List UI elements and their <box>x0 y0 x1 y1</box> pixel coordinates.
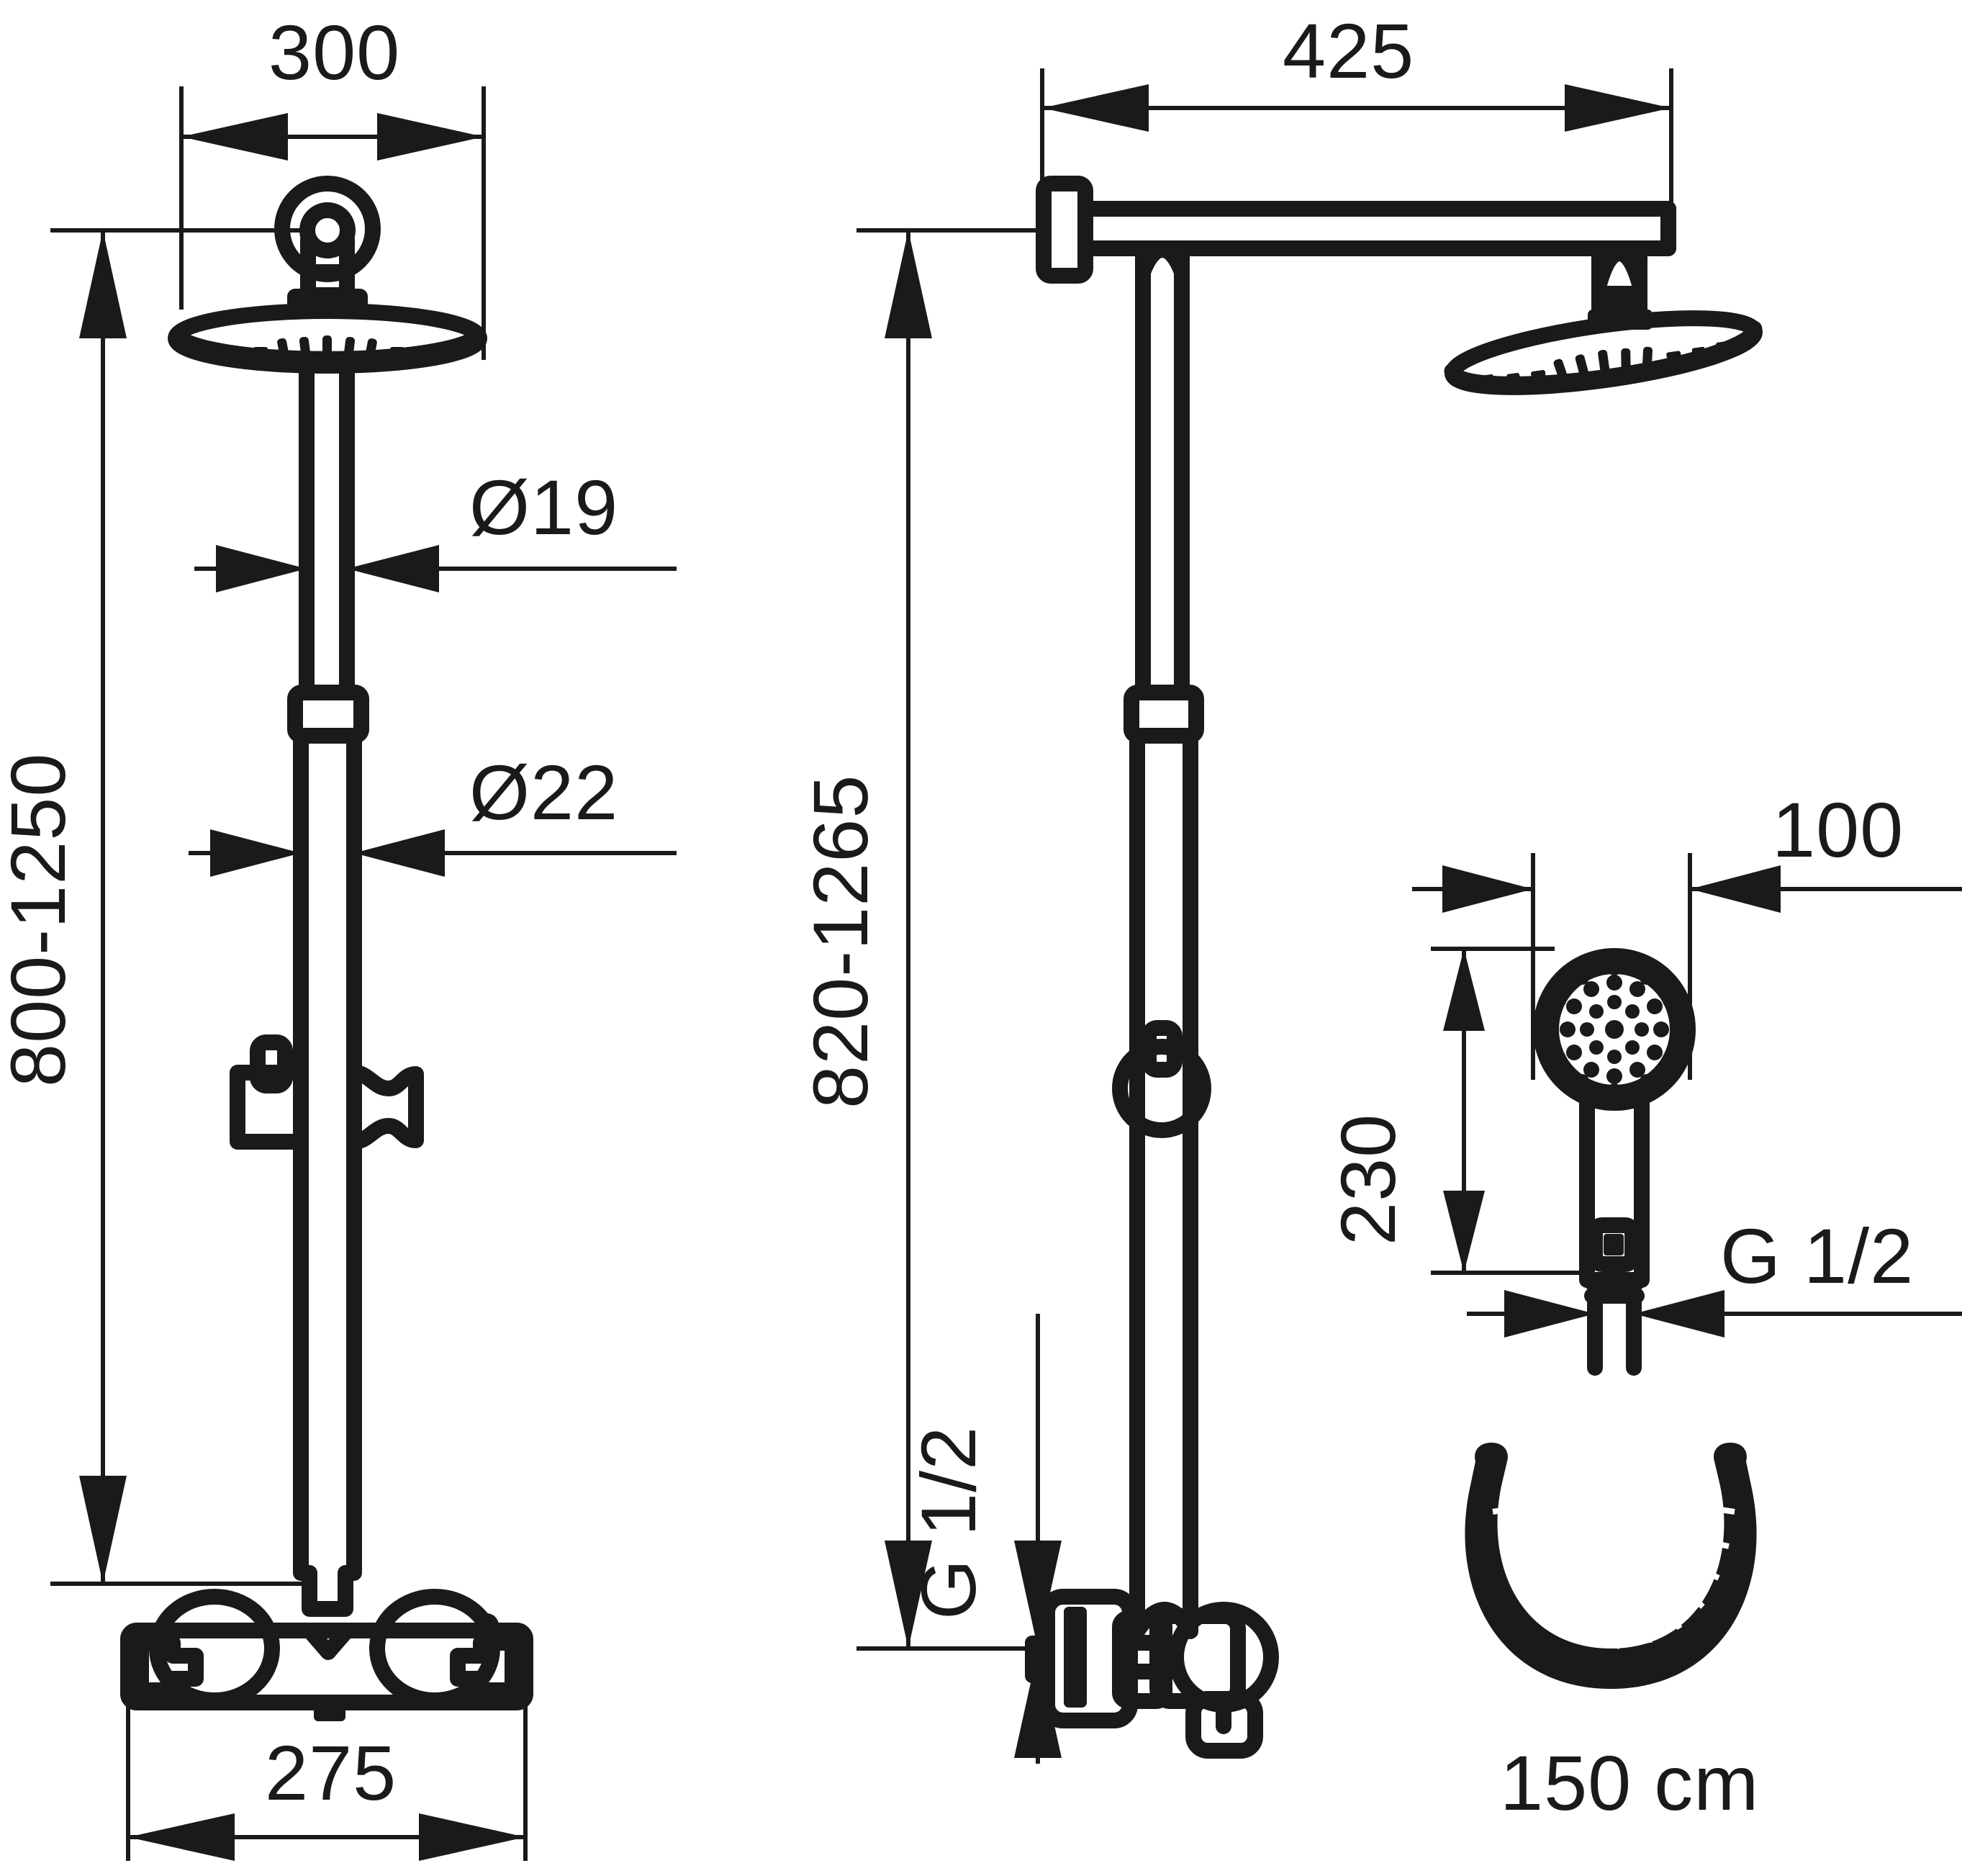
riser-upper-tube-side <box>1135 264 1190 699</box>
overhead-shower-head-side <box>1444 244 1763 395</box>
dim-275: 275 <box>126 1703 528 1861</box>
dim-d19-label: Ø19 <box>469 464 618 551</box>
hand-shower-detail-view: 100 230 <box>1324 786 1962 1376</box>
riser-lower-bar-front <box>293 728 362 1581</box>
dim-g12-side: G 1/2 <box>905 1314 1062 1764</box>
dim-100-label: 100 <box>1772 786 1904 873</box>
dim-425 <box>1040 68 1673 216</box>
wall-flange-side <box>892 176 1093 284</box>
hand-shower-nozzles <box>1543 961 1686 1098</box>
dim-g12-side-label: G 1/2 <box>905 1426 992 1620</box>
dim-800-1250 <box>50 228 317 1586</box>
dim-g12-hand: G 1/2 <box>1467 1212 1962 1339</box>
dim-800-1250-label: 800-1250 <box>0 753 81 1087</box>
shower-arm-side <box>1077 201 1676 256</box>
hose-detail-view: 150 cm <box>1465 1443 1759 1826</box>
overhead-shower-head-front <box>168 176 487 374</box>
dim-820-1265-label: 820-1265 <box>797 775 884 1109</box>
dim-300-label: 300 <box>268 9 400 96</box>
hand-shower-head <box>1533 948 1696 1111</box>
dim-100: 100 <box>1412 786 1962 1080</box>
dim-hose-length-label: 150 cm <box>1500 1739 1759 1826</box>
riser-sleeve-side <box>1124 685 1204 744</box>
front-view: Ø19 Ø22 <box>50 86 677 1861</box>
side-view: G 1/2 <box>856 68 1763 1764</box>
dim-d22: Ø22 <box>189 749 677 877</box>
dim-d19: Ø19 <box>194 464 677 592</box>
riser-sleeve-front <box>287 685 369 744</box>
dim-230: 230 <box>1324 947 1591 1275</box>
thermostatic-valve-body-side <box>1025 1589 1279 1759</box>
dim-d22-label: Ø22 <box>469 749 618 836</box>
hand-shower-holder-side <box>1112 1020 1211 1138</box>
dim-275-label: 275 <box>265 1729 397 1816</box>
hose-ribbing <box>1492 1506 1735 1649</box>
dim-425-label: 425 <box>1283 7 1414 94</box>
dim-300 <box>179 86 486 360</box>
thermostatic-valve-body-front <box>120 1565 533 1721</box>
dim-230-label: 230 <box>1324 1114 1411 1245</box>
shower-nozzles-side <box>1483 341 1727 387</box>
riser-upper-tube-front <box>299 352 355 699</box>
dim-g12-hand-label: G 1/2 <box>1720 1212 1914 1299</box>
hand-shower-holder-front <box>230 1034 424 1150</box>
riser-lower-bar-side <box>1129 728 1198 1613</box>
riser-arm-joint-side <box>1135 240 1190 280</box>
